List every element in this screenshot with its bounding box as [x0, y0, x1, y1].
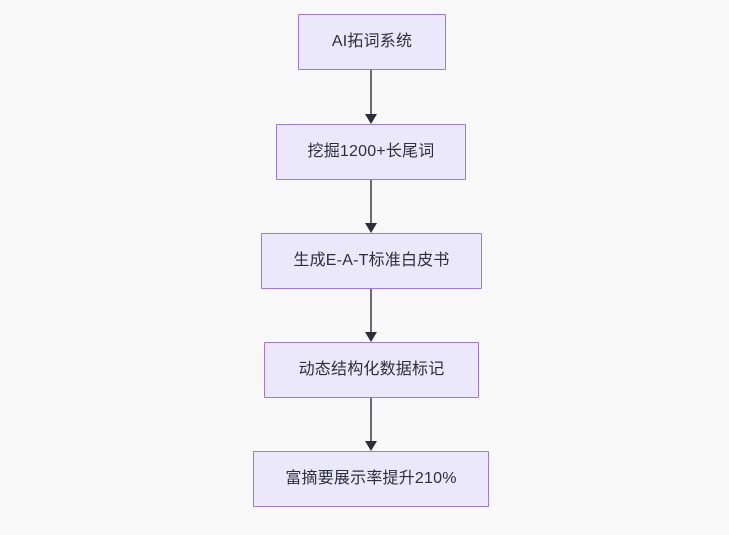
- flow-edge-n3-n4: [361, 289, 381, 342]
- flow-edge-n4-n5: [361, 398, 381, 451]
- flow-node-generate-eat-whitepaper[interactable]: 生成E-A-T标准白皮书: [261, 233, 482, 289]
- flow-node-label: 挖掘1200+长尾词: [307, 143, 435, 160]
- flow-node-rich-snippet-impression-uplift[interactable]: 富摘要展示率提升210%: [253, 451, 489, 507]
- flow-node-dynamic-structured-data-markup[interactable]: 动态结构化数据标记: [264, 342, 479, 398]
- flow-node-mine-longtail-keywords[interactable]: 挖掘1200+长尾词: [276, 124, 466, 180]
- flow-node-label: AI拓词系统: [331, 33, 413, 50]
- flow-node-label: 富摘要展示率提升210%: [285, 470, 457, 487]
- flow-node-ai-keyword-system[interactable]: AI拓词系统: [298, 14, 446, 70]
- flow-edge-n1-n2: [361, 70, 381, 124]
- flow-edge-n2-n3: [361, 180, 381, 233]
- flow-node-label: 动态结构化数据标记: [298, 361, 445, 378]
- flow-node-label: 生成E-A-T标准白皮书: [293, 252, 450, 269]
